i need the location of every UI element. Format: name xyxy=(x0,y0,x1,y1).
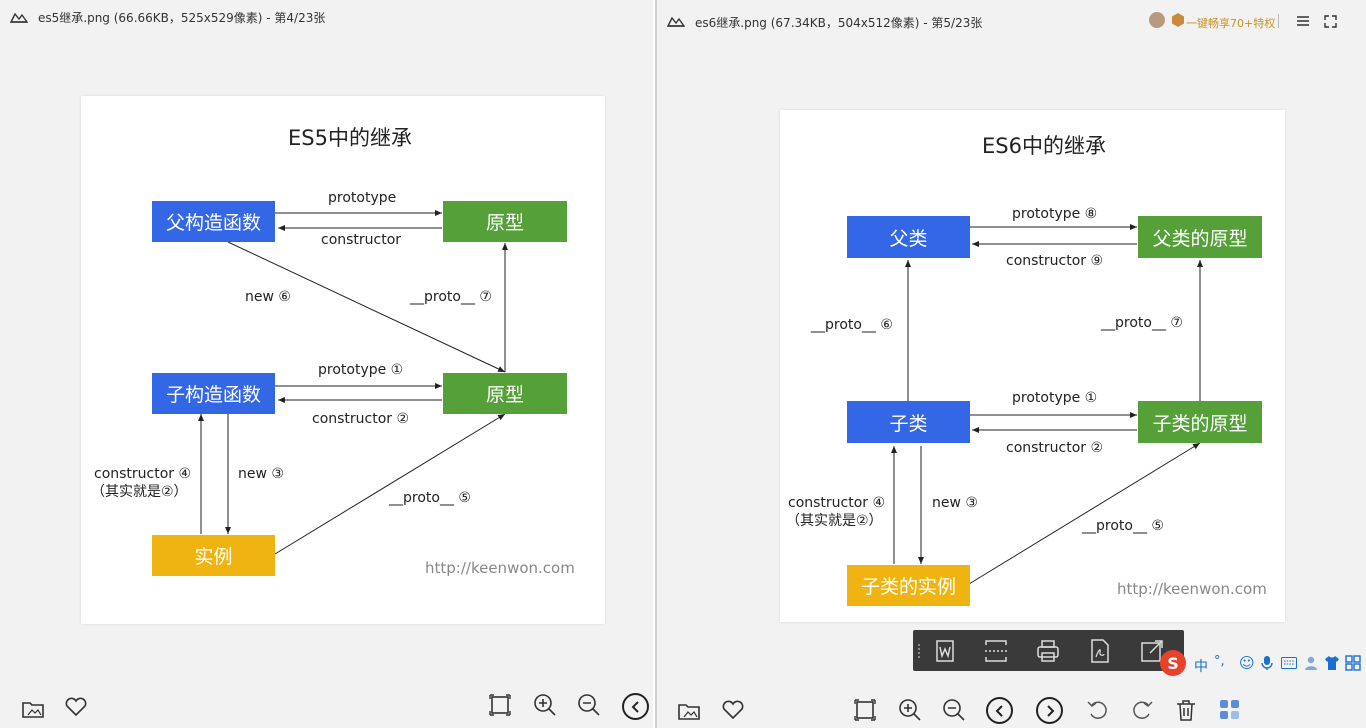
heart-icon[interactable] xyxy=(720,697,746,723)
box-child-class-prototype: 子类的原型 xyxy=(1138,401,1262,443)
fit-window-icon[interactable] xyxy=(852,697,878,723)
image-viewer-icon xyxy=(10,12,28,23)
pdf-icon[interactable] xyxy=(1086,637,1114,665)
left-titlebar: es5继承.png (66.66KB，525x529像素) - 第4/23张 xyxy=(0,0,653,34)
left-window-title: es5继承.png (66.66KB，525x529像素) - 第4/23张 xyxy=(38,11,326,25)
left-viewer-window: es5继承.png (66.66KB，525x529像素) - 第4/23张 E… xyxy=(0,0,653,728)
user-icon[interactable] xyxy=(1303,655,1319,671)
box-parent-class-prototype: 父类的原型 xyxy=(1138,216,1262,258)
microphone-icon[interactable] xyxy=(1261,655,1273,671)
label-prototype-1: prototype ① xyxy=(1012,390,1098,406)
window-separator xyxy=(653,0,655,728)
label-constructor-4-note: （其实就是②） xyxy=(786,513,883,529)
vip-badge-icon xyxy=(1172,13,1184,27)
zoom-out-icon[interactable] xyxy=(576,692,602,718)
label-constructor-9: constructor ⑨ xyxy=(1006,253,1104,269)
previous-icon xyxy=(631,700,639,713)
expand-icon[interactable] xyxy=(1138,637,1166,665)
zoom-out-icon[interactable] xyxy=(941,697,967,723)
right-titlebar: es6继承.png (67.34KB，504x512像素) - 第5/23张 一… xyxy=(657,0,1366,34)
label-new-3: new ③ xyxy=(238,466,284,482)
label-prototype-1: prototype ① xyxy=(318,362,404,378)
skin-shirt-icon[interactable] xyxy=(1324,655,1340,671)
punctuation-icon[interactable]: °, xyxy=(1214,654,1225,669)
box-parent-constructor: 父构造函数 xyxy=(152,201,275,242)
right-diagram-title: ES6中的继承 xyxy=(982,134,1106,158)
divider xyxy=(1278,14,1279,28)
more-apps-icon[interactable] xyxy=(1217,697,1243,723)
label-proto-7: __proto__ ⑦ xyxy=(410,289,492,305)
label-constructor-2: constructor ② xyxy=(312,411,410,427)
emoji-icon[interactable]: ☺ xyxy=(1239,654,1255,672)
next-button[interactable] xyxy=(1036,697,1063,724)
ime-language[interactable]: 中 xyxy=(1194,659,1208,675)
previous-icon xyxy=(995,704,1003,717)
label-new-6: new ⑥ xyxy=(245,289,291,305)
next-icon xyxy=(1046,704,1054,717)
left-watermark-url: http://keenwon.com xyxy=(425,559,575,577)
label-prototype: prototype xyxy=(328,190,397,206)
menu-icon[interactable] xyxy=(1296,15,1310,27)
right-window-title: es6继承.png (67.34KB，504x512像素) - 第5/23张 xyxy=(695,16,983,30)
image-viewer-icon xyxy=(667,16,685,27)
box-parent-class: 父类 xyxy=(847,216,970,258)
folder-icon[interactable] xyxy=(676,698,702,724)
box-child-class: 子类 xyxy=(847,401,970,443)
label-constructor-4-note: （其实就是②） xyxy=(91,484,188,500)
label-constructor-4: constructor ④ xyxy=(788,495,886,511)
drag-handle[interactable] xyxy=(918,644,922,658)
label-prototype-8: prototype ⑧ xyxy=(1012,206,1098,222)
left-arrows xyxy=(198,210,508,555)
scan-icon[interactable] xyxy=(982,637,1010,665)
label-constructor-4: constructor ④ xyxy=(94,466,192,482)
zoom-in-icon[interactable] xyxy=(532,692,558,718)
rotate-right-icon[interactable] xyxy=(1129,697,1155,723)
right-image-canvas: ES6中的继承 父类 父类的原型 子类 子类的原型 子类的实例 prototyp… xyxy=(780,110,1285,622)
keyboard-icon[interactable] xyxy=(1281,657,1297,669)
toolbox-grid-icon[interactable] xyxy=(1345,655,1361,671)
label-constructor-2: constructor ② xyxy=(1006,440,1104,456)
avatar[interactable] xyxy=(1149,12,1165,28)
label-proto-7: __proto__ ⑦ xyxy=(1101,315,1183,331)
box-parent-prototype: 原型 xyxy=(443,201,567,242)
box-child-prototype: 原型 xyxy=(443,373,567,414)
folder-icon[interactable] xyxy=(20,696,46,722)
fit-window-icon[interactable] xyxy=(487,692,513,718)
sogou-ime-icon[interactable]: S xyxy=(1160,650,1186,676)
left-diagram-title: ES5中的继承 xyxy=(288,126,412,150)
label-proto-6: __proto__ ⑥ xyxy=(811,317,893,333)
rotate-left-icon[interactable] xyxy=(1085,697,1111,723)
print-icon[interactable] xyxy=(1034,637,1062,665)
right-watermark-url: http://keenwon.com xyxy=(1117,580,1267,598)
fullscreen-icon[interactable] xyxy=(1324,15,1337,28)
right-arrows xyxy=(891,224,1203,585)
heart-icon[interactable] xyxy=(63,694,89,720)
zoom-in-icon[interactable] xyxy=(897,697,923,723)
box-instance: 实例 xyxy=(152,535,275,576)
right-viewer-window: es6继承.png (67.34KB，504x512像素) - 第5/23张 一… xyxy=(655,0,1366,728)
left-image-canvas: ES5中的继承 父构造函数 原型 子构造函数 原型 实例 prototype c… xyxy=(81,96,605,624)
delete-icon[interactable] xyxy=(1173,697,1199,723)
label-proto-5: __proto__ ⑤ xyxy=(389,490,471,506)
label-new-3: new ③ xyxy=(932,495,978,511)
word-convert-icon[interactable] xyxy=(931,637,959,665)
box-child-instance: 子类的实例 xyxy=(847,565,970,606)
floating-tool-bar xyxy=(913,630,1184,671)
previous-button[interactable] xyxy=(622,693,649,720)
label-proto-5: __proto__ ⑤ xyxy=(1082,518,1164,534)
label-constructor: constructor xyxy=(321,232,402,248)
promo-link[interactable]: 一键畅享70+特权 xyxy=(1186,17,1276,30)
previous-button[interactable] xyxy=(986,697,1013,724)
box-child-constructor: 子构造函数 xyxy=(152,373,275,414)
